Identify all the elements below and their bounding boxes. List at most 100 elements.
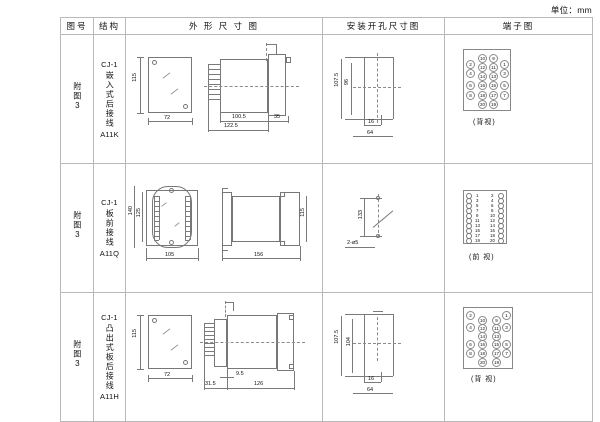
cell-structure: CJ-1 嵌入式后接线 A11K xyxy=(93,34,126,164)
cutout-bottom xyxy=(345,376,393,377)
leader-line xyxy=(372,210,394,228)
terminal-circle: 16 xyxy=(478,340,487,349)
terminal-number: 10 xyxy=(490,213,495,218)
terminal-circle: 7 xyxy=(502,349,511,358)
mounting-hole-top xyxy=(376,196,380,200)
terminal-drawing-3: 2 10 9 1 4 12 11 3 14 13 6 16 15 5 xyxy=(445,293,592,421)
terminal-number: 20 xyxy=(490,238,495,243)
dim-line-horizontal xyxy=(208,130,268,131)
dim-line-horizontal xyxy=(220,121,268,122)
structure-code: A11Q xyxy=(99,249,120,258)
dim-16: 16 xyxy=(368,376,375,382)
terminal-view-label: (背 视) xyxy=(471,376,497,383)
terminal-number: 6 xyxy=(491,203,494,208)
model-label: CJ-1 xyxy=(101,312,118,322)
terminal-circle: 17 xyxy=(492,349,501,358)
cell-fig-no: 附图3 xyxy=(60,34,94,164)
dim-line-vertical xyxy=(140,57,141,113)
dim-ext-line xyxy=(300,246,301,261)
terminal-circle: 16 xyxy=(478,81,487,90)
terminal-number: 2 xyxy=(491,193,494,198)
terminal-circle: 3 xyxy=(502,323,511,332)
cell-terminal-drawing: 2 10 9 1 12 11 3 4 14 13 6 16 15 5 xyxy=(444,34,593,164)
flange-bottom-edge xyxy=(222,250,228,251)
dim-line-vertical xyxy=(352,319,353,373)
dim-line-horizontal xyxy=(146,258,198,259)
dim-104: 104 xyxy=(346,337,352,347)
cell-mounting-drawing: 107.5 96 16 64 xyxy=(322,34,445,164)
side-view-rear xyxy=(280,192,300,246)
dim-line-vertical xyxy=(364,198,365,236)
dim-tick xyxy=(137,369,144,370)
cell-mounting-drawing: 133 2-ø5 xyxy=(322,163,445,293)
center-line-vertical xyxy=(225,301,226,317)
cutout-bottom xyxy=(345,119,393,120)
terminal-number: 11 xyxy=(475,218,480,223)
dim-line-horizontal xyxy=(364,125,381,126)
terminal-circle: 12 xyxy=(478,63,487,72)
table-row: 附图3 CJ-1 凸出式板后接线 A11H xyxy=(60,292,593,422)
dim-96: 96 xyxy=(344,79,350,86)
side-view-body xyxy=(232,196,280,242)
dim-100-5: 100.5 xyxy=(232,114,246,120)
terminal-circle: 10 xyxy=(478,54,487,63)
dim-line-vertical xyxy=(351,63,352,115)
terminal-circle: 6 xyxy=(466,81,475,90)
terminal-circle: 8 xyxy=(466,91,475,100)
cutout-notch-right xyxy=(381,372,382,382)
terminal-number: 12 xyxy=(490,218,495,223)
terminal-number: 3 xyxy=(476,198,479,203)
dim-31-5: 31.5 xyxy=(205,381,216,387)
side-view-rear-tab xyxy=(286,57,291,63)
rear-tab-bottom xyxy=(289,364,294,369)
cutout-top xyxy=(345,57,393,58)
terminal-view-label: (前 视) xyxy=(469,254,495,261)
terminal-circle: 15 xyxy=(489,81,498,90)
top-bracket xyxy=(225,302,233,303)
rear-tab-top xyxy=(289,315,294,320)
header-outline: 外 形 尺 寸 图 xyxy=(125,17,323,35)
dim-156: 156 xyxy=(254,252,264,258)
dim-line-horizontal xyxy=(353,393,393,394)
cell-outline-drawing: 115 72 xyxy=(125,34,323,164)
cutout-top-notch xyxy=(373,311,383,312)
cell-structure: CJ-1 凸出式板后接线 A11H xyxy=(93,292,126,422)
dim-tick xyxy=(360,198,382,199)
unit-note: 单位：mm xyxy=(550,5,592,15)
center-line-vertical xyxy=(378,194,379,238)
cutout-notch-right xyxy=(381,115,382,125)
center-line-vertical xyxy=(377,317,378,361)
dim-107-5: 107.5 xyxy=(334,73,340,87)
dim-ext-line xyxy=(198,248,199,261)
dim-ext-line xyxy=(220,113,221,123)
fig-no-label: 附图3 xyxy=(72,210,82,241)
dim-ext-line xyxy=(222,250,223,261)
top-bracket xyxy=(266,44,276,45)
terminal-circle: 17 xyxy=(489,91,498,100)
header-fig-no: 图号 xyxy=(60,17,94,35)
dim-line-horizontal xyxy=(148,121,192,122)
terminal-circle: 5 xyxy=(500,81,509,90)
top-bracket-side xyxy=(233,302,234,311)
terminal-plate xyxy=(463,49,511,111)
center-line xyxy=(204,86,299,87)
terminal-circle: 19 xyxy=(489,100,498,109)
center-line xyxy=(200,342,305,343)
terminal-circle xyxy=(498,238,504,244)
outline-drawing-1: 115 72 xyxy=(126,35,322,163)
terminal-number: 9 xyxy=(476,213,479,218)
dim-tick xyxy=(192,118,193,125)
dim-72: 72 xyxy=(164,115,171,121)
terminal-circle: 3 xyxy=(500,69,509,78)
dim-140: 140 xyxy=(128,206,134,216)
cutout-right xyxy=(393,57,394,119)
terminal-circle: 2 xyxy=(466,311,475,320)
cell-fig-no: 附图3 xyxy=(60,292,94,422)
cell-terminal-drawing: 2 10 9 1 4 12 11 3 14 13 6 16 15 5 xyxy=(444,292,593,422)
mounting-drawing-3: 107.5 104 16 64 xyxy=(323,293,444,421)
dim-35: 35 xyxy=(274,114,281,120)
cell-terminal-drawing: 1 3 5 7 9 11 13 15 17 19 2 4 6 8 xyxy=(444,163,593,293)
dim-122-5: 122.5 xyxy=(224,123,238,129)
structure-code: A11K xyxy=(100,129,119,139)
terminal-number: 4 xyxy=(491,198,494,203)
